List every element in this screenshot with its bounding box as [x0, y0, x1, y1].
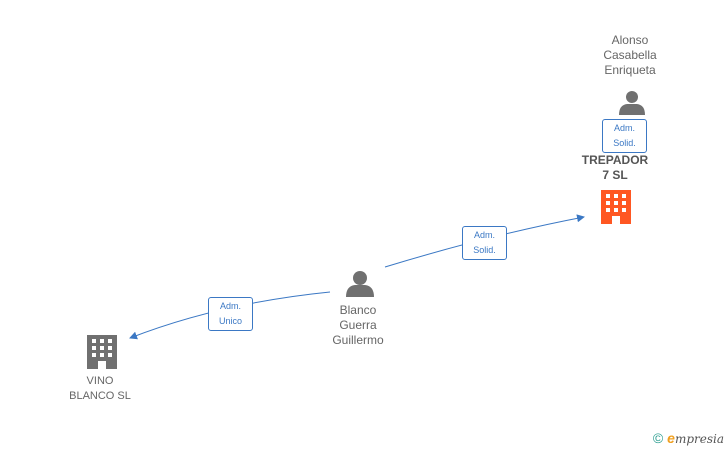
brand-name: mpresia	[674, 432, 724, 446]
node-label-alonso[interactable]: Alonso Casabella Enriqueta	[603, 33, 657, 77]
person-icon[interactable]	[619, 91, 645, 115]
brand-logo: © empresia	[653, 430, 724, 446]
node-label-blanco[interactable]: Blanco Guerra Guillermo	[332, 303, 384, 347]
edge-label-alonso-trepador: Adm. Solid.	[602, 119, 647, 153]
edge-label-blanco-vino: Adm. Unico	[208, 297, 253, 331]
node-label-vino[interactable]: VINO BLANCO SL	[69, 375, 131, 402]
node-label-trepador[interactable]: TREPADOR 7 SL	[581, 153, 649, 182]
building-icon[interactable]	[87, 335, 117, 369]
copyright-icon: ©	[652, 430, 664, 446]
building-icon[interactable]	[601, 190, 631, 224]
brand-e: e	[667, 430, 675, 446]
edge-label-blanco-trepador: Adm. Solid.	[462, 226, 507, 260]
person-icon[interactable]	[346, 271, 374, 297]
